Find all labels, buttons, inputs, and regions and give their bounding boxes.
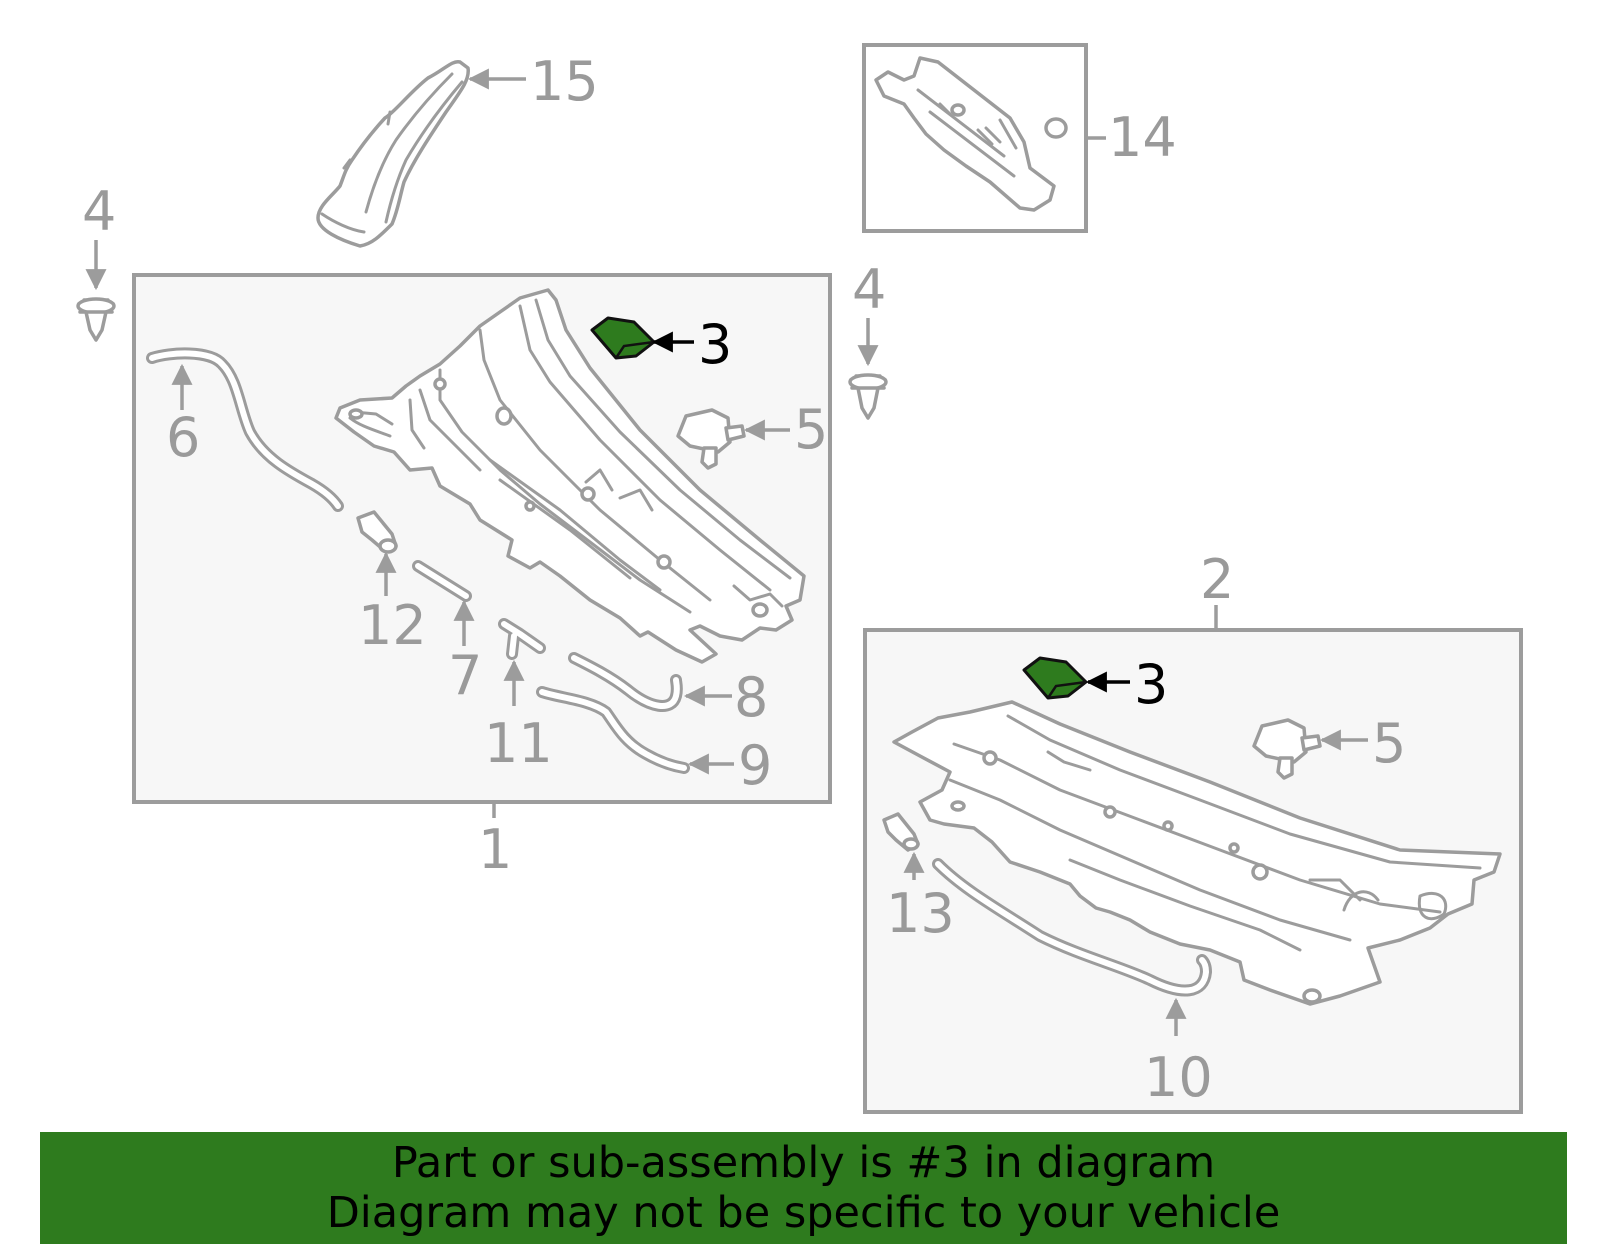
part-9-hose (536, 686, 690, 774)
part-4-clip-left (76, 297, 116, 342)
part-3-highlighted-right (1022, 656, 1088, 700)
callout-3-left: 3 (698, 313, 732, 376)
part-15-duct (316, 60, 470, 248)
callout-15: 15 (530, 50, 599, 113)
part-8-hose (568, 652, 683, 712)
callout-9: 9 (738, 734, 772, 797)
callout-1: 1 (478, 818, 512, 881)
parts-diagram: 1 2 3 3 4 4 5 5 6 7 8 9 10 11 12 13 14 1… (76, 43, 1523, 1114)
part-7-hose (412, 560, 472, 602)
part-6-hose (146, 347, 344, 512)
part-2-cowl-panel (892, 700, 1502, 1006)
callout-7: 7 (448, 644, 482, 707)
banner-line-1: Part or sub-assembly is #3 in diagram (391, 1138, 1216, 1188)
callout-10: 10 (1144, 1046, 1213, 1109)
banner-line-2: Diagram may not be specific to your vehi… (326, 1188, 1281, 1238)
part-13-connector (882, 812, 920, 852)
callout-2: 2 (1200, 548, 1234, 611)
part-5-bracket-left (676, 408, 746, 470)
part-5-bracket-right (1252, 718, 1322, 780)
callout-13: 13 (886, 882, 955, 945)
callout-12: 12 (358, 594, 427, 657)
part-14-bracket (874, 56, 1068, 212)
part-4-clip-right (848, 373, 888, 420)
callout-4-right: 4 (852, 258, 886, 321)
part-12-connector (356, 510, 398, 554)
callout-5-right: 5 (1372, 712, 1406, 775)
callout-11: 11 (484, 712, 553, 775)
info-banner: Part or sub-assembly is #3 in diagram Di… (40, 1132, 1567, 1244)
part-11-connector (498, 618, 546, 660)
callout-14: 14 (1108, 106, 1177, 169)
callout-5-left: 5 (794, 398, 828, 461)
part-10-hose (932, 858, 1212, 997)
part-1-cowl-panel (334, 288, 806, 664)
callout-4-left: 4 (82, 180, 116, 243)
callout-8: 8 (734, 666, 768, 729)
callout-3-right: 3 (1134, 653, 1168, 716)
callout-6: 6 (166, 406, 200, 469)
